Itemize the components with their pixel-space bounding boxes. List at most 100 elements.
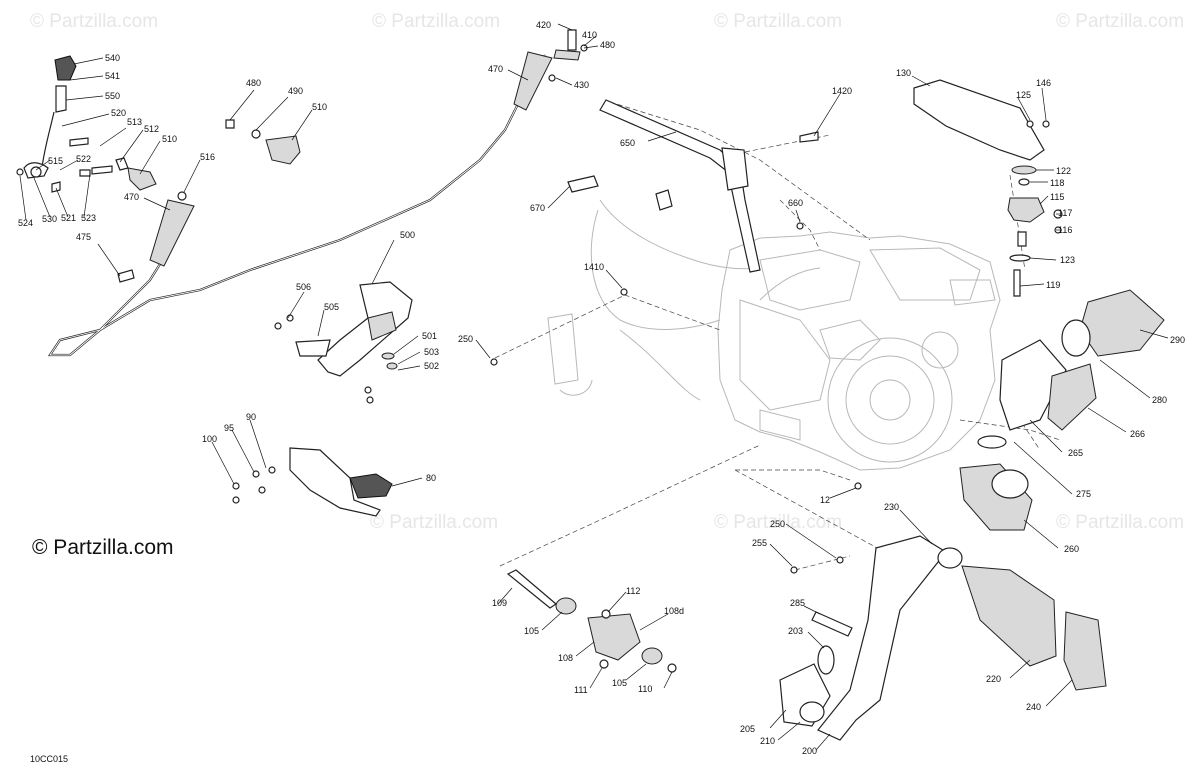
callout-503: 503	[424, 347, 439, 357]
watermark: © Partzilla.com	[1056, 11, 1184, 32]
callout-95: 95	[224, 423, 234, 433]
callout-1410: 1410	[584, 262, 604, 272]
callout-510: 510	[162, 134, 177, 144]
cover-266	[1047, 363, 1097, 431]
shift-knob	[54, 55, 77, 81]
callout-266: 266	[1130, 429, 1145, 439]
callout-650: 650	[620, 138, 635, 148]
air-box-220	[961, 565, 1057, 667]
callout-505: 505	[324, 302, 339, 312]
callout-110: 110	[638, 684, 652, 694]
callout-205: 205	[740, 724, 755, 734]
callout-501: 501	[422, 331, 437, 341]
watermark: © Partzilla.com	[1056, 512, 1184, 533]
callout-670: 670	[530, 203, 545, 213]
air-intake-assembly	[854, 289, 1165, 531]
callout-513: 513	[127, 117, 142, 127]
intake-duct-265	[999, 339, 1067, 431]
callout-250: 250	[458, 334, 473, 344]
callout-540: 540	[105, 53, 120, 63]
callout-119: 119	[1046, 280, 1060, 290]
intake-boot-290	[1079, 289, 1165, 357]
callout-116: 116	[1058, 225, 1072, 235]
callout-475: 475	[76, 232, 91, 242]
callout-125: 125	[1016, 90, 1031, 100]
callout-112: 112	[626, 586, 640, 596]
callout-108: 108	[558, 653, 573, 663]
callout-1420: 1420	[832, 86, 852, 96]
cable-mount-hardware	[548, 29, 588, 82]
shift-mechanism-assembly	[506, 569, 677, 673]
callout-512: 512	[144, 124, 159, 134]
brake-pedal-pad	[349, 473, 393, 499]
callout-250: 250	[770, 519, 785, 529]
callout-100: 100	[202, 434, 217, 444]
engine-mount-assembly	[490, 79, 1063, 366]
callout-522: 522	[76, 154, 91, 164]
lower-intake-assembly	[779, 535, 1107, 741]
callout-111: 111	[574, 685, 588, 695]
callout-118: 118	[1050, 178, 1064, 188]
shift-housing-108	[587, 613, 641, 661]
shift-mount-bracket	[225, 119, 301, 165]
callout-480: 480	[246, 78, 261, 88]
callout-130: 130	[896, 68, 911, 78]
callout-506: 506	[296, 282, 311, 292]
callout-550: 550	[105, 91, 120, 101]
callout-521: 521	[61, 213, 76, 223]
shift-boot	[55, 85, 67, 113]
hoses	[567, 99, 761, 273]
callout-105: 105	[524, 626, 539, 636]
callout-470: 470	[488, 64, 503, 74]
callout-240: 240	[1026, 702, 1041, 712]
callout-200: 200	[802, 746, 817, 756]
hose-650	[599, 99, 761, 273]
brake-pedal-assembly	[232, 447, 393, 517]
callout-255: 255	[752, 538, 767, 548]
shift-lever-rod	[41, 111, 55, 169]
watermarks: © Partzilla.com © Partzilla.com © Partzi…	[30, 11, 1184, 533]
callout-500: 500	[400, 230, 415, 240]
watermark: © Partzilla.com	[30, 11, 158, 32]
callout-122: 122	[1056, 166, 1071, 176]
callout-146: 146	[1036, 78, 1051, 88]
callout-265: 265	[1068, 448, 1083, 458]
callout-420: 420	[536, 20, 551, 30]
cable-spring-upper	[513, 51, 553, 111]
callout-123: 123	[1060, 255, 1075, 265]
callout-210: 210	[760, 736, 775, 746]
engine-assembly	[547, 199, 1001, 471]
callout-275: 275	[1076, 489, 1091, 499]
callout-117: 117	[1058, 208, 1072, 218]
callout-280: 280	[1152, 395, 1167, 405]
plate-505	[295, 339, 331, 357]
callout-203: 203	[788, 626, 803, 636]
nut	[16, 168, 24, 176]
callout-80: 80	[426, 473, 436, 483]
clip-475	[117, 269, 135, 283]
callout-108d: 108d	[664, 606, 684, 616]
callout-260: 260	[1064, 544, 1079, 554]
callout-523: 523	[81, 213, 96, 223]
callout-502: 502	[424, 361, 439, 371]
callout-490: 490	[288, 86, 303, 96]
callout-524: 524	[18, 218, 33, 228]
pedal-bracket	[289, 447, 381, 517]
watermark: © Partzilla.com	[714, 512, 842, 533]
callout-660: 660	[788, 198, 803, 208]
callout-430: 430	[574, 80, 589, 90]
filter-grill-240	[1063, 611, 1107, 691]
intake-tube-230	[817, 535, 947, 741]
watermark: © Partzilla.com	[370, 512, 498, 533]
callout-515: 515	[48, 156, 63, 166]
shifter-support-bracket	[274, 281, 413, 404]
watermark: © Partzilla.com	[714, 11, 842, 32]
cable-spring-lower	[149, 199, 195, 267]
shift-cable	[47, 51, 553, 357]
callout-510: 510	[312, 102, 327, 112]
callout-115: 115	[1050, 192, 1064, 202]
callout-530: 530	[42, 214, 57, 224]
mount-bracket-130	[913, 79, 1045, 161]
